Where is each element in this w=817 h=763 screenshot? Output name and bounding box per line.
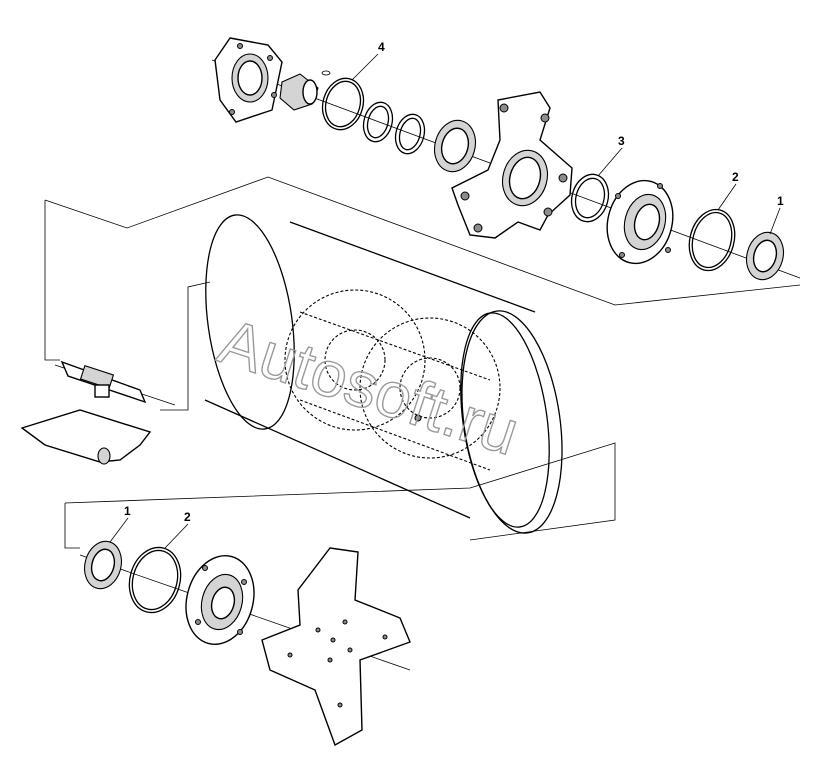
callout-2-top: 2 xyxy=(732,170,739,184)
hub-housing xyxy=(451,91,573,239)
callout-1-top: 1 xyxy=(777,194,784,208)
ring-small-a xyxy=(362,101,394,143)
seal-top xyxy=(433,119,477,173)
bushing xyxy=(279,70,331,111)
top-left-flange xyxy=(214,37,283,123)
seal-1-top xyxy=(745,231,785,281)
right-flange xyxy=(606,179,674,265)
ring-3 xyxy=(570,173,610,223)
bottom-assembly-frame xyxy=(64,442,616,549)
top-assembly-frame xyxy=(44,176,801,411)
paddle-plate xyxy=(20,409,152,465)
watermark-text: Autosoft.ru xyxy=(211,305,528,469)
ring-2-top xyxy=(688,208,736,272)
ring-2-bottom xyxy=(128,546,182,614)
bottom-flange xyxy=(185,555,255,645)
cross-plate xyxy=(261,547,411,747)
shaft-assembly xyxy=(60,360,147,404)
callout-4: 4 xyxy=(378,40,385,54)
callout-3: 3 xyxy=(618,134,625,148)
callout-1-bottom: 1 xyxy=(124,504,131,518)
axis-lines xyxy=(54,59,801,671)
ring-small-b xyxy=(394,113,426,155)
callout-2-bottom: 2 xyxy=(184,510,191,524)
seal-1-bottom xyxy=(83,540,123,590)
drum-cylinder xyxy=(204,214,563,534)
leader-lines xyxy=(109,53,781,549)
ring-4 xyxy=(321,77,365,131)
